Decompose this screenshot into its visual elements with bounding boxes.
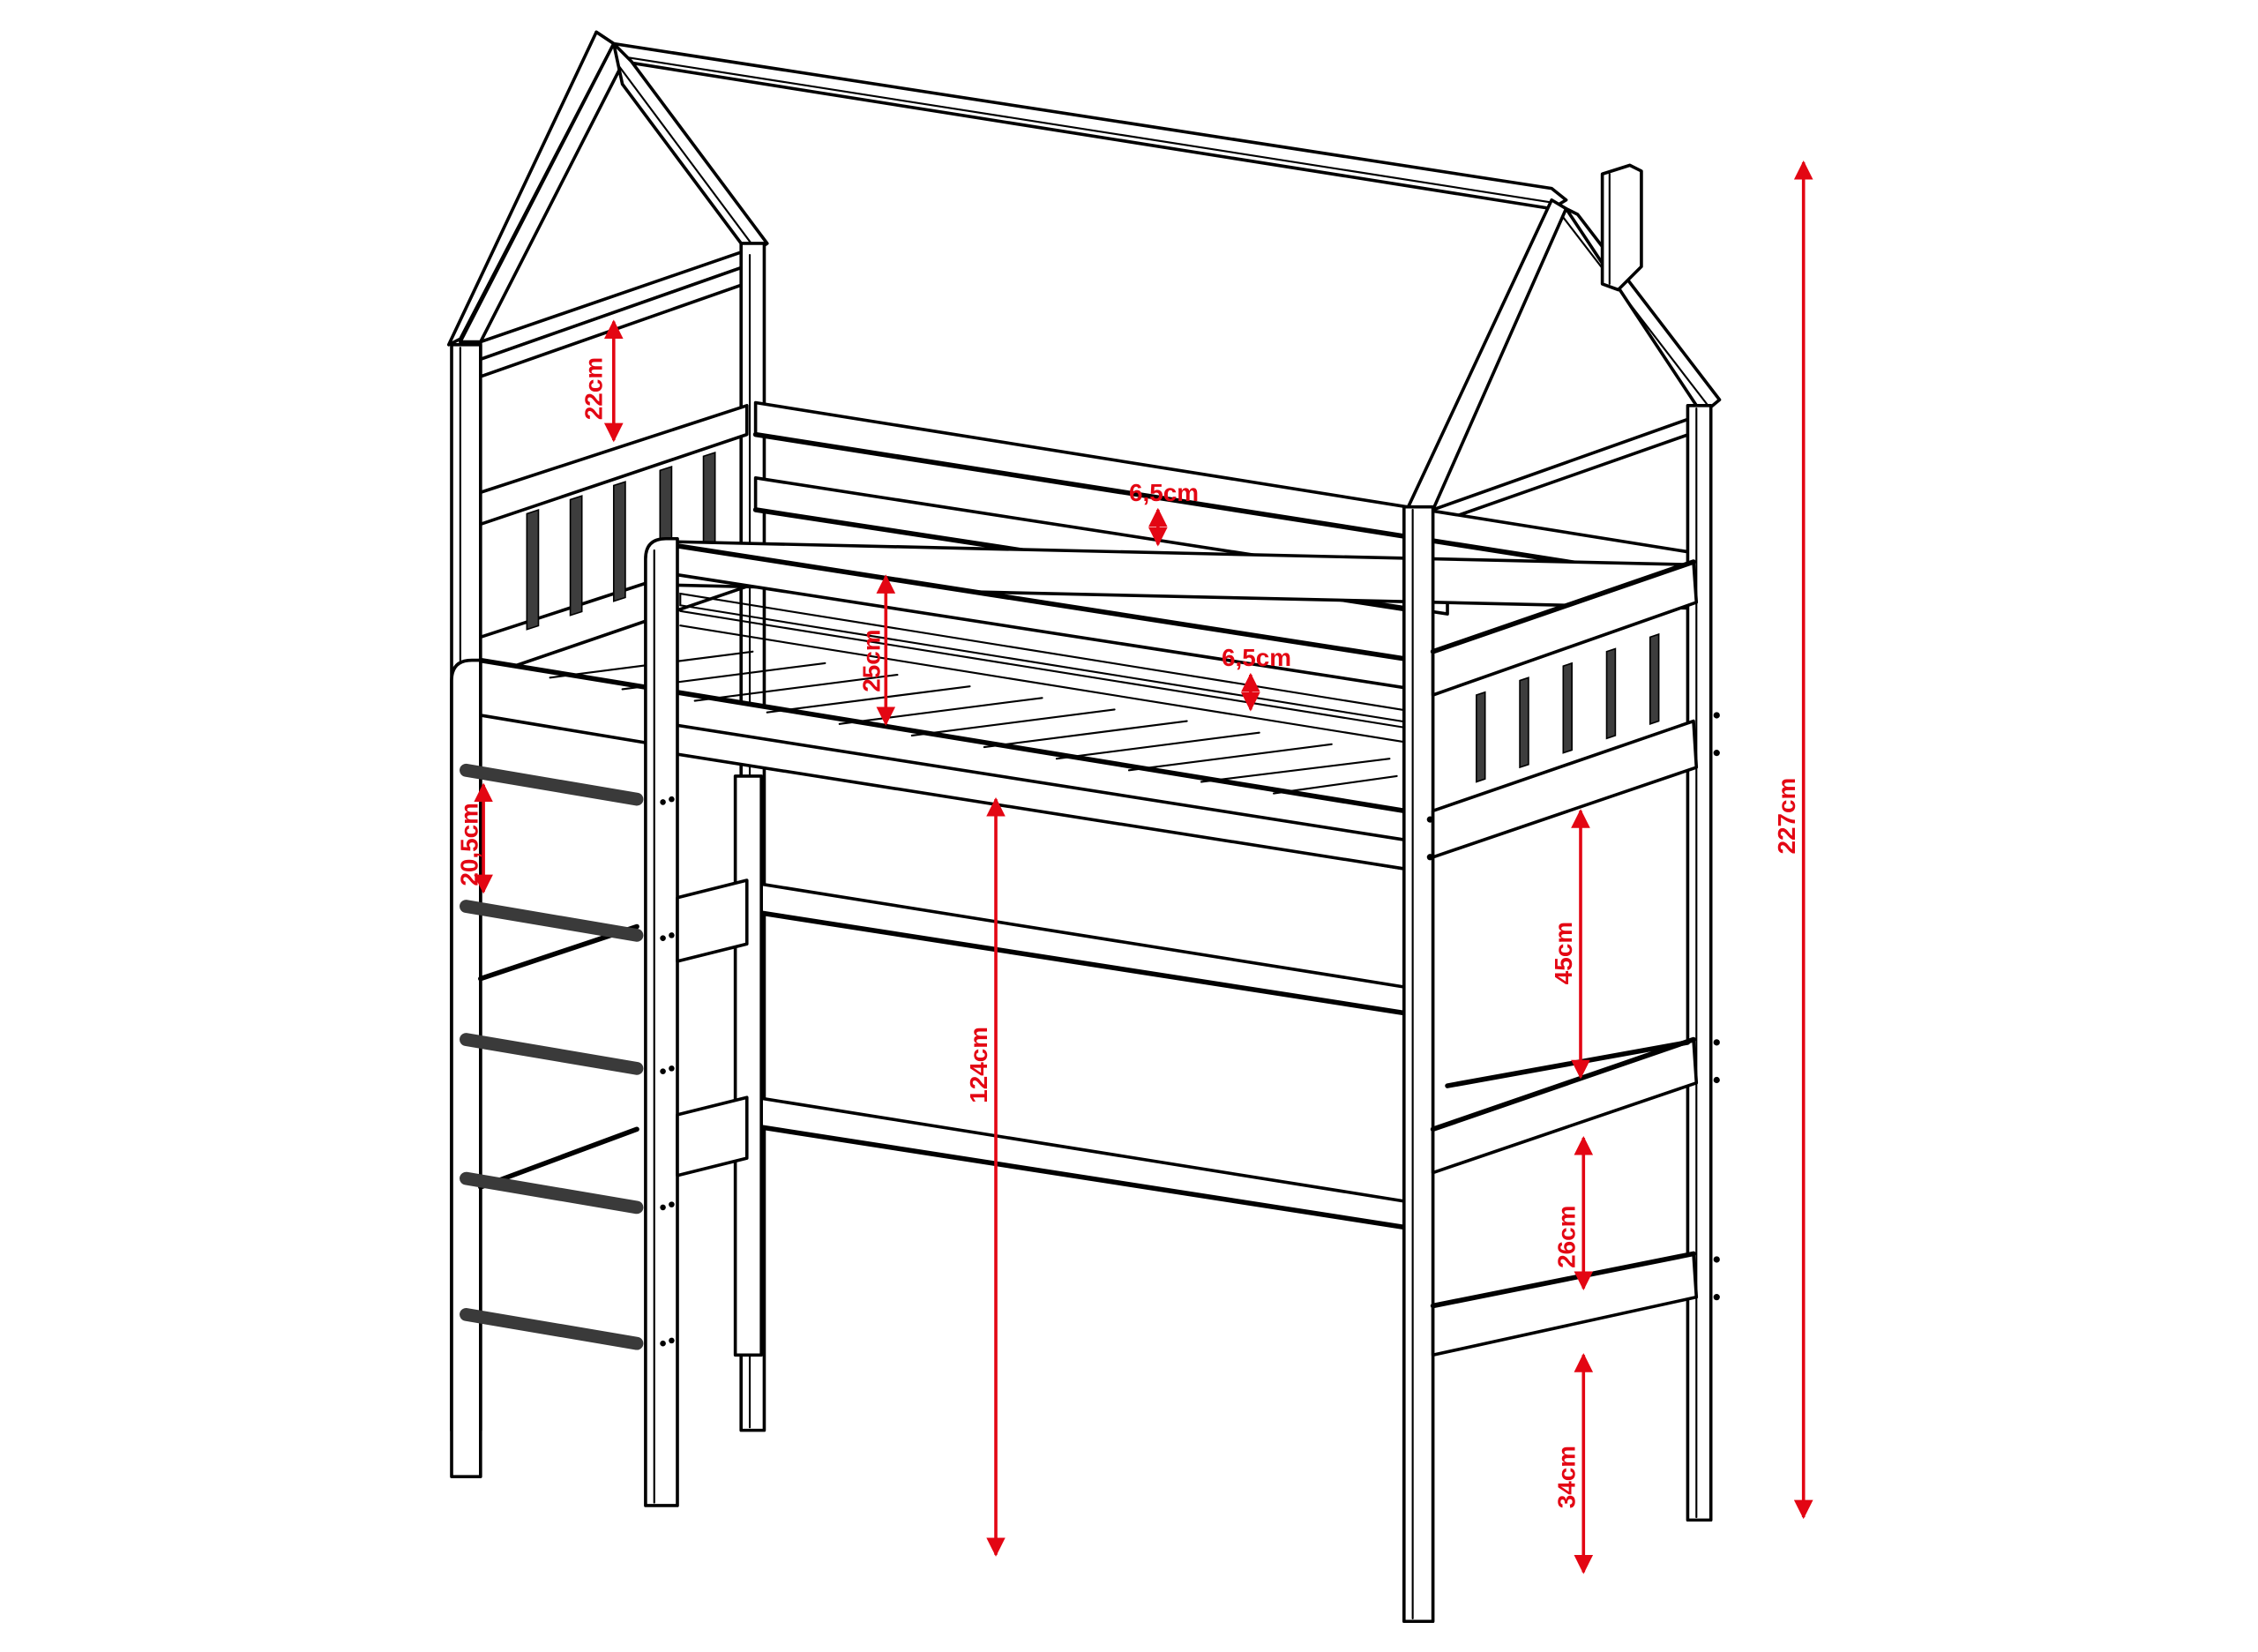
dimension-floor-to-lower-rail: 34cm (1552, 1353, 1594, 1574)
front-guard-rail (666, 540, 1695, 871)
dimension-headboard-gap: 22cm (580, 319, 624, 443)
dimension-ladder-rung-spacing: 20,5cm (456, 782, 493, 894)
dimension-label: 25cm (858, 629, 886, 691)
dimension-total-height: 227cm (1773, 160, 1813, 1520)
headboard-left (450, 242, 766, 1432)
ladder (450, 536, 763, 1507)
dimension-guard-rail-gap-back: 6,5cm (1129, 479, 1199, 547)
dimension-label: 227cm (1773, 778, 1800, 855)
dimension-label: 26cm (1552, 1206, 1580, 1268)
dimension-label: 6,5cm (1222, 644, 1291, 671)
dimension-clearance-under-bed: 124cm (965, 796, 1006, 1557)
footboard-right (1402, 403, 1720, 1624)
dimension-guard-rail-height: 25cm (858, 574, 896, 726)
dimension-upper-shelf-gap: 45cm (1550, 809, 1590, 1080)
dimension-guard-rail-gap-front: 6,5cm (1222, 644, 1291, 712)
dimension-label: 6,5cm (1129, 479, 1199, 506)
dimension-label: 34cm (1552, 1446, 1580, 1508)
dimension-label: 20,5cm (456, 803, 483, 886)
dimension-label: 45cm (1550, 922, 1577, 984)
dimension-middle-shelf-gap: 26cm (1552, 1135, 1594, 1290)
dimension-label: 22cm (580, 357, 608, 420)
dimension-label: 124cm (965, 1027, 992, 1103)
